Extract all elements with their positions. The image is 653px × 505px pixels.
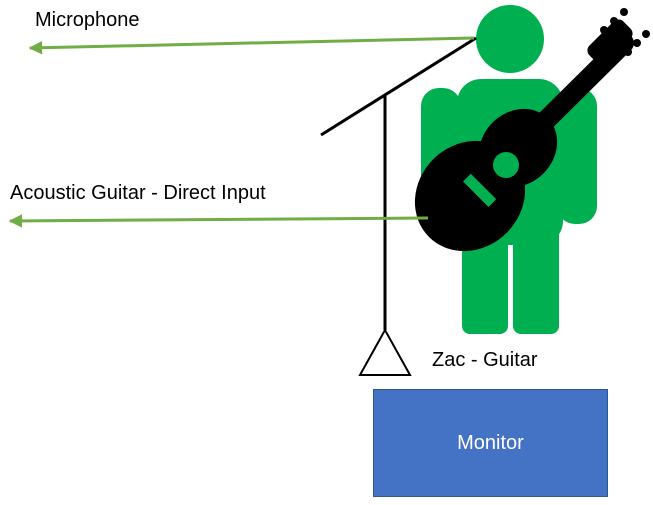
direct-input-signal-arrow [8, 214, 429, 228]
performer-label: Zac - Guitar [432, 349, 538, 371]
microphone-label: Microphone [35, 9, 140, 31]
direct-input-label: Acoustic Guitar - Direct Input [10, 182, 266, 204]
microphone-signal-arrow [28, 36, 475, 55]
monitor-box: Monitor [373, 389, 608, 497]
microphone-stand-icon [320, 36, 477, 376]
monitor-box-fill [373, 389, 608, 497]
acoustic-guitar-icon [414, 8, 650, 252]
monitor-label: Monitor [457, 432, 524, 454]
